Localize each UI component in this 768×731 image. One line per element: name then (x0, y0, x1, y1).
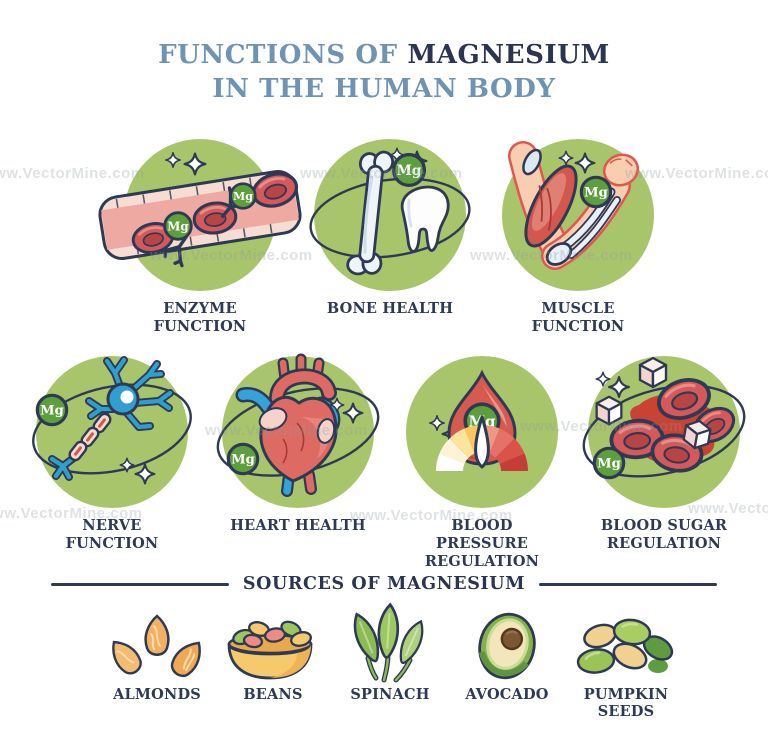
beans-icon (227, 620, 313, 680)
pumpkin-seeds-icon (576, 618, 674, 674)
function-label: NERVE FUNCTION (65, 517, 159, 552)
blood-pressure-illustration: Mg (406, 356, 558, 508)
sources-heading: SOURCES OF MAGNESIUM (242, 574, 526, 594)
spinach-icon (353, 602, 424, 683)
divider-line (539, 582, 718, 586)
function-item-heart: Mg HEART HEALTH (213, 347, 383, 535)
antibody-icon (158, 235, 188, 268)
source-item-beans: BEANS (203, 606, 343, 703)
mg-badge-label: Mg (233, 190, 253, 203)
title-line2: IN THE HUMAN BODY (212, 74, 556, 104)
source-item-pumpkin-seeds: PUMPKIN SEEDS (556, 606, 696, 720)
mg-badge: Mg (592, 446, 626, 480)
source-item-spinach: SPINACH (320, 602, 460, 703)
divider-line (50, 582, 229, 586)
source-label: BEANS (243, 686, 303, 703)
fist (602, 153, 640, 187)
page-title: FUNCTIONS OF MAGNESIUM IN THE HUMAN BODY (0, 38, 768, 106)
function-label: ENZYME FUNCTION (153, 300, 247, 335)
gauge-needle (474, 415, 490, 469)
myelin-segment (68, 440, 88, 462)
function-item-blood-sugar: Mg BLOOD SUGAR REGULATION (579, 347, 749, 553)
bone-icon (346, 150, 395, 276)
source-label: SPINACH (350, 686, 430, 703)
function-label: HEART HEALTH (230, 517, 366, 534)
function-item-blood-pressure: Mg BLOOD PRESSURE REGULATION (397, 347, 567, 571)
heart-health-illustration: Mg (216, 353, 380, 508)
nerve-function-illustration: Mg (32, 356, 192, 508)
mg-badge: Mg (163, 211, 193, 241)
muscle-function-illustration: Mg (502, 139, 654, 291)
avocado-icon (478, 612, 536, 680)
sources-divider: SOURCES OF MAGNESIUM (0, 574, 768, 594)
function-label: BONE HEALTH (326, 300, 454, 317)
source-item-almonds: ALMONDS (87, 606, 227, 703)
mg-badge: Mg (226, 442, 260, 476)
mg-badge-label: Mg (584, 186, 608, 201)
function-item-muscle: Mg MUSCLE FUNCTION (493, 130, 663, 336)
mg-badge: Mg (391, 152, 427, 188)
function-label: BLOOD SUGAR REGULATION (600, 517, 728, 552)
function-label: BLOOD PRESSURE REGULATION (424, 517, 540, 570)
tooth-icon (400, 185, 450, 253)
mg-badge-label: Mg (167, 219, 189, 233)
bone-health-illustration: Mg (309, 139, 471, 291)
source-item-avocado: AVOCADO (437, 606, 577, 703)
source-label: PUMPKIN SEEDS (583, 686, 669, 720)
source-label: ALMONDS (113, 686, 201, 703)
mg-badge-label: Mg (397, 163, 422, 179)
function-label: MUSCLE FUNCTION (531, 300, 625, 335)
mg-badge-label: Mg (597, 457, 621, 472)
almonds-icon (112, 614, 201, 678)
blood-sugar-illustration: Mg (582, 356, 746, 508)
enzyme-function-illustration: Mg Mg (98, 139, 302, 291)
source-label: AVOCADO (465, 686, 549, 703)
mg-badge: Mg (35, 393, 69, 427)
mg-badge: Mg (229, 182, 257, 210)
mg-badge-label: Mg (40, 404, 64, 419)
title-part-dark: MAGNESIUM (407, 40, 610, 70)
function-item-nerve: Mg NERVE FUNCTION (27, 347, 197, 553)
mg-badge: Mg (579, 175, 613, 209)
title-part-light: FUNCTIONS OF (158, 40, 398, 70)
function-item-bone: Mg BONE HEALTH (305, 130, 475, 318)
mg-badge-label: Mg (231, 453, 255, 468)
function-item-enzyme: Mg Mg ENZYME FUNCTION (98, 130, 302, 336)
